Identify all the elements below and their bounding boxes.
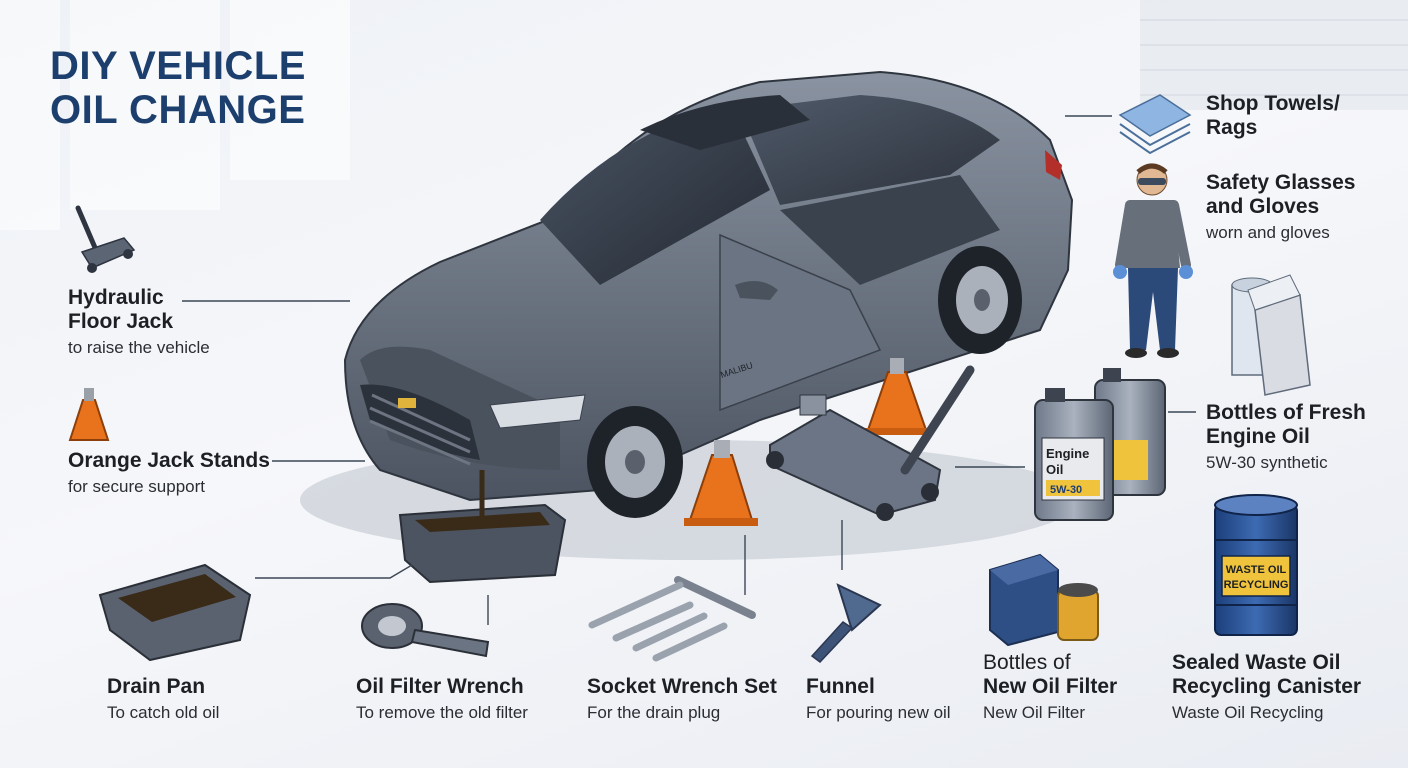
label-funnel: Funnel For pouring new oil xyxy=(806,675,951,724)
jack-stand-rear xyxy=(862,358,932,435)
label-drain-pan: Drain Pan To catch old oil xyxy=(107,675,219,724)
rear-wheel xyxy=(938,246,1022,354)
waste-oil-barrel: WASTE OIL RECYCLING xyxy=(1214,494,1298,636)
drain-pan-under-car xyxy=(398,470,567,584)
funnel-title: Funnel xyxy=(806,675,875,698)
socket-set-title: Socket Wrench Set xyxy=(587,675,777,698)
engine-oil-title-2: Engine Oil xyxy=(1206,425,1310,448)
filter-wrench-desc: To remove the old filter xyxy=(356,703,528,722)
hydraulic-jack xyxy=(766,365,975,521)
oil-filter-desc: New Oil Filter xyxy=(983,703,1086,722)
garage-door xyxy=(1140,0,1408,110)
front-wheel xyxy=(587,406,683,518)
towels-title-2: Rags xyxy=(1206,116,1258,139)
label-shop-towels: Shop Towels/ Rags xyxy=(1206,92,1340,140)
label-safety-glasses: Safety Glasses and Gloves worn and glove… xyxy=(1206,171,1355,244)
safety-desc: worn and gloves xyxy=(1206,223,1330,242)
title-line-2: OIL CHANGE xyxy=(50,88,306,132)
jack-stand-icon xyxy=(68,388,110,441)
jack-stands-title: Orange Jack Stands xyxy=(68,449,270,472)
bottle-label-line1: Engine xyxy=(1046,446,1089,461)
floor-jack-title-1: Hydraulic xyxy=(68,286,164,309)
floor-jack-desc: to raise the vehicle xyxy=(68,338,210,357)
engine-oil-title-1: Bottles of Fresh xyxy=(1206,401,1366,424)
safety-title-2: and Gloves xyxy=(1206,195,1320,218)
drain-pan-title: Drain Pan xyxy=(107,675,206,698)
title-line-1: DIY VEHICLE xyxy=(50,44,306,88)
mechanic-person xyxy=(1113,163,1193,358)
oil-filter-title-1: Bottles of xyxy=(983,651,1071,674)
filter-wrench-title: Oil Filter Wrench xyxy=(356,675,524,698)
safety-title-1: Safety Glasses xyxy=(1206,171,1356,194)
label-oil-filter-wrench: Oil Filter Wrench To remove the old filt… xyxy=(356,675,528,724)
socket-set-desc: For the drain plug xyxy=(587,703,721,722)
drain-pan-desc: To catch old oil xyxy=(107,703,220,722)
bottle-label-line2: Oil xyxy=(1046,462,1063,477)
page-title: DIY VEHICLE OIL CHANGE xyxy=(50,44,306,132)
car: MALIBU xyxy=(343,70,1074,518)
shop-towels-icon xyxy=(1118,94,1192,155)
label-oil-filter: Bottles of New Oil Filter New Oil Filter xyxy=(983,651,1117,724)
leader-drain-pan xyxy=(255,564,413,579)
jack-stand-front xyxy=(684,440,758,526)
floor-jack-title-2: Floor Jack xyxy=(68,310,174,333)
socket-set-icon xyxy=(588,576,756,662)
label-waste-oil-canister: Sealed Waste Oil Recycling Canister Wast… xyxy=(1172,651,1361,724)
leader-lines xyxy=(182,115,1196,625)
funnel-desc: For pouring new oil xyxy=(806,703,951,722)
label-engine-oil: Bottles of Fresh Engine Oil 5W-30 synthe… xyxy=(1206,401,1366,474)
bottle-label-grade: 5W-30 xyxy=(1050,484,1082,496)
window-panes xyxy=(0,0,350,230)
oil-bottle-front: Engine Oil 5W-30 xyxy=(1034,388,1114,521)
label-socket-wrench-set: Socket Wrench Set For the drain plug xyxy=(587,675,777,724)
barrel-label-line1: WASTE OIL xyxy=(1226,564,1287,576)
label-floor-jack: Hydraulic Floor Jack to raise the vehicl… xyxy=(68,286,210,359)
oil-filter-icon xyxy=(989,553,1099,647)
oil-filter-title-2: New Oil Filter xyxy=(983,675,1118,698)
oil-filter-wrench-icon xyxy=(361,603,490,658)
funnel-icon xyxy=(810,583,882,664)
waste-desc: Waste Oil Recycling xyxy=(1172,703,1324,722)
waste-title-1: Sealed Waste Oil xyxy=(1172,651,1341,674)
jack-stands-desc: for secure support xyxy=(68,477,206,496)
glove-box xyxy=(1247,274,1311,396)
engine-oil-desc: 5W-30 synthetic xyxy=(1206,453,1328,472)
waste-title-2: Recycling Canister xyxy=(1172,675,1362,698)
towels-title-1: Shop Towels/ xyxy=(1206,92,1340,115)
barrel-label-line2: RECYCLING xyxy=(1224,579,1289,591)
floor-jack-icon xyxy=(75,205,136,273)
label-jack-stands: Orange Jack Stands for secure support xyxy=(68,449,270,498)
drain-pan-icon xyxy=(98,563,252,662)
